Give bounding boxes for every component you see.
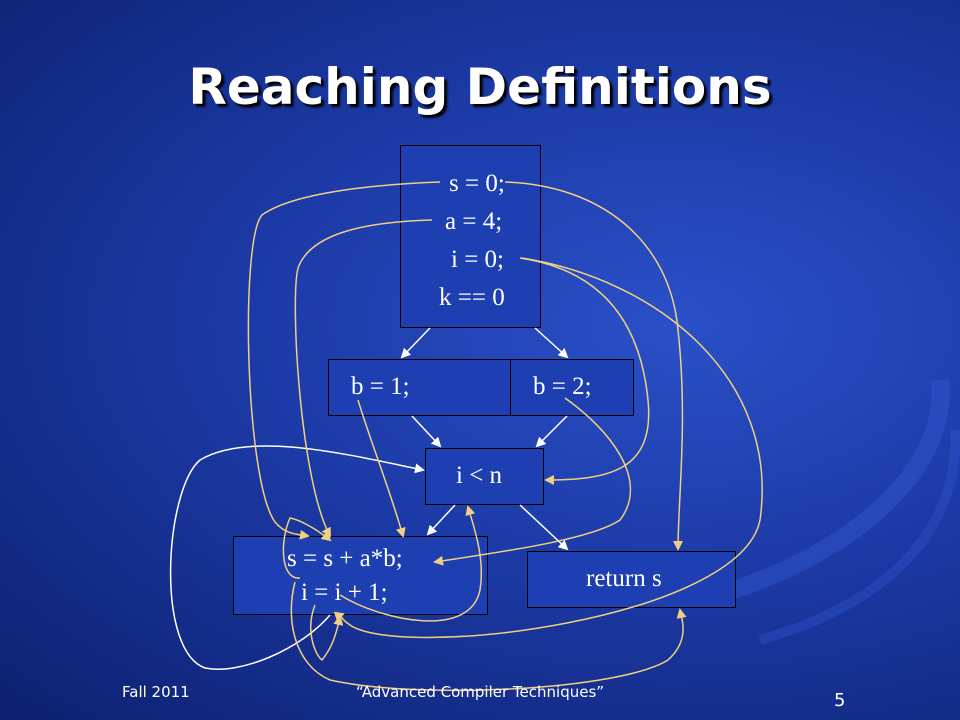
footer-date: Fall 2011 <box>122 683 190 701</box>
def-b2-to-loop <box>433 397 632 566</box>
def-s0-to-loop <box>247 181 441 540</box>
footer-course: “Advanced Compiler Techniques” <box>355 683 605 701</box>
stmt-cond: i < n <box>456 462 503 489</box>
block-entry: s = 0; a = 4; i = 0; k == 0 <box>400 145 541 328</box>
def-i0-to-loop <box>333 257 763 639</box>
stmt-k-test: k == 0 <box>439 284 505 311</box>
edge-loop-back <box>169 445 425 670</box>
def-iupd-to-cond <box>339 505 483 622</box>
page-number: 5 <box>834 690 846 711</box>
block-b2: b = 2; <box>510 359 634 416</box>
def-supd-to-loop <box>282 517 332 579</box>
stmt-s-init: s = 0; <box>449 170 505 197</box>
def-a-to-loop <box>294 219 433 538</box>
edge-entry-b2 <box>534 327 569 359</box>
stmt-i-update: i = i + 1; <box>301 579 388 606</box>
block-b1: b = 1; <box>328 359 511 416</box>
stmt-b-2: b = 2; <box>533 373 592 400</box>
edge-cond-return <box>519 504 569 551</box>
stmt-a-init: a = 4; <box>445 208 503 235</box>
stmt-return: return s <box>586 565 662 592</box>
def-i0-to-cond <box>519 257 650 485</box>
block-cond: i < n <box>425 448 544 505</box>
edge-entry-b1 <box>400 327 431 359</box>
def-iupd-self <box>310 604 344 662</box>
slide-title: Reaching Definitions <box>188 58 772 116</box>
def-supd-to-return <box>290 581 687 692</box>
def-s0-to-return <box>504 181 684 551</box>
edge-b2-cond <box>535 415 568 448</box>
stmt-i-init: i = 0; <box>451 246 504 273</box>
block-loop: s = s + a*b; i = i + 1; <box>233 536 488 615</box>
stmt-b-1: b = 1; <box>351 373 410 400</box>
edge-b1-cond <box>411 415 442 448</box>
stmt-s-update: s = s + a*b; <box>287 545 403 572</box>
def-b1-to-loop <box>357 399 406 538</box>
edge-cond-loop <box>426 504 456 536</box>
